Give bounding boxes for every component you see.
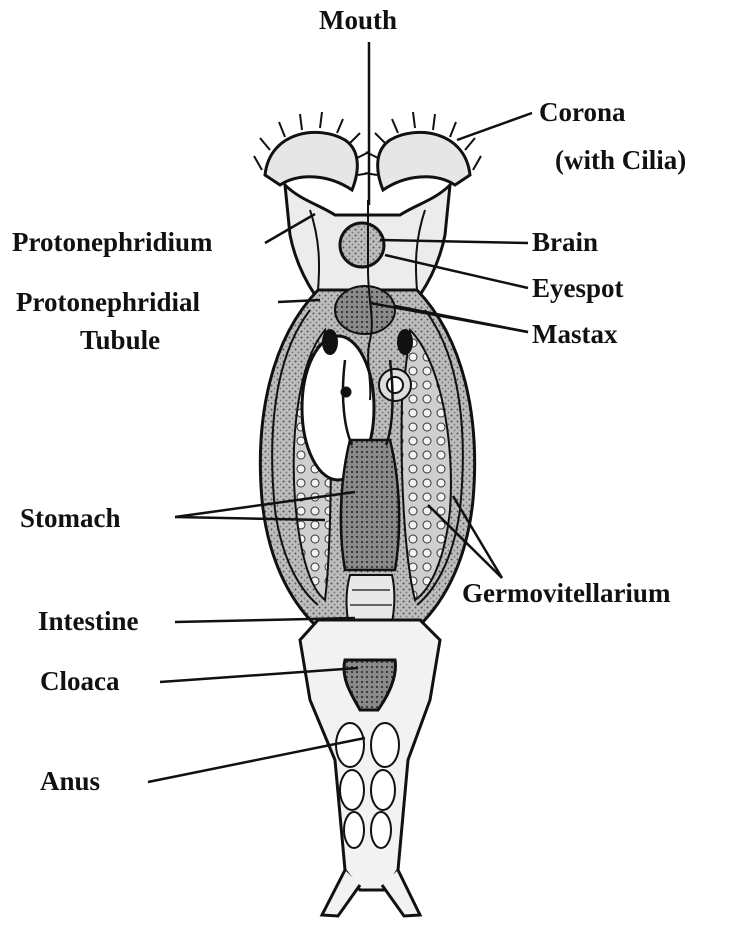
anus-label: Anus xyxy=(40,765,100,797)
foot-region xyxy=(300,620,440,916)
corona-cilia-label: (with Cilia) xyxy=(555,144,686,176)
protonephridial-tubule-label-2: Tubule xyxy=(80,324,160,356)
stomach-label: Stomach xyxy=(20,502,121,534)
protonephridial-tubule-label-1: Protonephridial xyxy=(16,286,200,318)
protonephridium-label: Protonephridium xyxy=(12,226,213,258)
mastax-label: Mastax xyxy=(532,318,617,350)
mouth-label: Mouth xyxy=(319,4,397,36)
corona-cilia xyxy=(254,112,481,190)
intestine-label: Intestine xyxy=(38,605,139,637)
corona-label: Corona xyxy=(539,96,626,128)
eyespot-label: Eyespot xyxy=(532,272,624,304)
germovitellarium-label: Germovitellarium xyxy=(462,577,670,609)
brain-label: Brain xyxy=(532,226,598,258)
cloaca-label: Cloaca xyxy=(40,665,119,697)
